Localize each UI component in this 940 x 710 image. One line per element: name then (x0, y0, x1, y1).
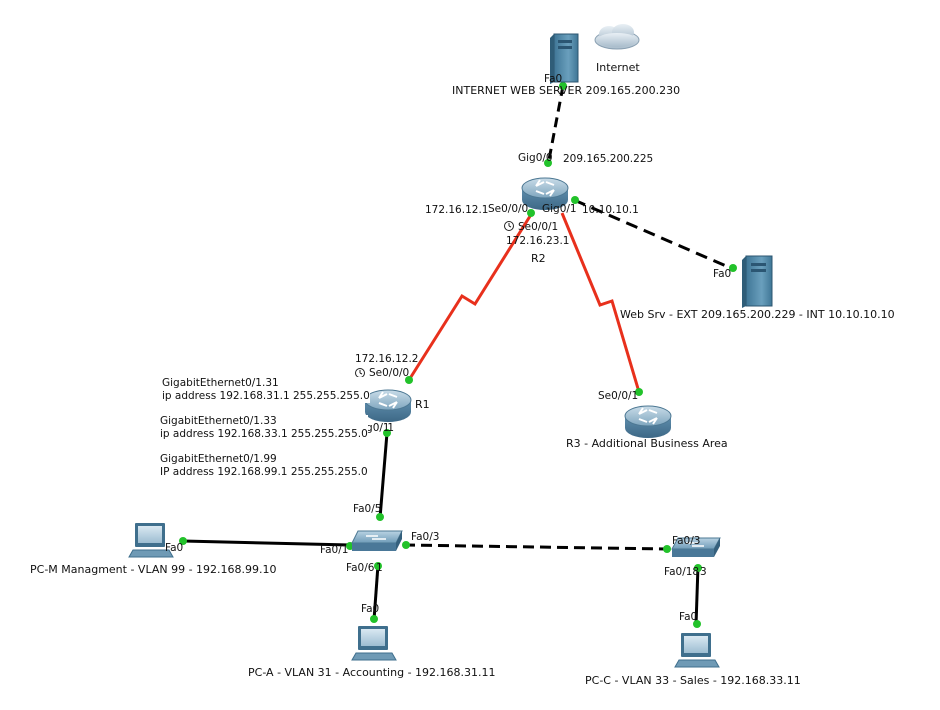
port-light (693, 620, 701, 628)
link-r2-websrv[interactable] (573, 198, 734, 271)
pc-m-label: PC-M Managment - VLAN 99 - 192.168.99.10 (30, 563, 277, 576)
port-label: Gig0/0 (518, 152, 553, 164)
internet-label: Internet (596, 61, 640, 74)
port-label: Se0/0/0 (369, 367, 410, 379)
r2-label: R2 (531, 252, 546, 265)
pc-a-label: PC-A - VLAN 31 - Accounting - 192.168.31… (248, 666, 496, 679)
subinterface-ip: ip address 192.168.33.1 255.255.255.0 (160, 428, 368, 440)
port-light (374, 562, 382, 570)
ip-label: 10.10.10.1 (582, 204, 639, 216)
subinterface-name: GigabitEthernet0/1.99 (160, 453, 277, 465)
port-label: Fa0/1 (320, 544, 349, 556)
port-light (729, 264, 737, 272)
web-srv-label: Web Srv - EXT 209.165.200.229 - INT 10.1… (620, 308, 895, 321)
subinterface-name: GigabitEthernet0/1.33 (160, 415, 277, 427)
port-label: Fa0 (165, 542, 184, 554)
subinterface-ip: ip address 192.168.31.1 255.255.255.0 (162, 390, 370, 402)
links (182, 85, 734, 626)
port-light (635, 388, 643, 396)
cloud-icon[interactable] (594, 24, 640, 50)
port-label: Fa0/6 (346, 562, 375, 574)
pc-icon[interactable] (674, 633, 720, 668)
switch-icon[interactable] (351, 530, 403, 551)
link-s3-pcc[interactable] (694, 565, 700, 626)
port-light (402, 541, 410, 549)
ip-label: 172.16.12.2 (355, 353, 419, 365)
link-s1-s3[interactable] (403, 543, 669, 551)
port-light (376, 513, 384, 521)
link-internet-server-r2[interactable] (546, 85, 565, 166)
subinterface-name: GigabitEthernet0/1.31 (162, 377, 279, 389)
port-label: Fa0 (679, 611, 698, 623)
link-s1-pcm[interactable] (182, 539, 351, 547)
port-light (694, 564, 702, 572)
pc-icon[interactable] (128, 523, 174, 558)
port-light (370, 615, 378, 623)
router-icon[interactable] (624, 405, 672, 438)
subinterface-note: GigabitEthernet0/1.99 IP address 192.168… (160, 453, 368, 479)
r3-label: R3 - Additional Business Area (566, 437, 728, 450)
port-light (571, 196, 579, 204)
subinterface-note: GigabitEthernet0/1.31 ip address 192.168… (162, 377, 370, 403)
port-label: Fa0/5 (353, 503, 382, 515)
port-light (383, 429, 391, 437)
port-light (559, 82, 567, 90)
switch-icon[interactable] (671, 537, 721, 557)
port-label: Fa0 (713, 268, 732, 280)
clock-icon (504, 221, 514, 231)
port-label: .1 (384, 422, 395, 434)
server-icon[interactable] (550, 33, 579, 84)
server-icon[interactable] (742, 255, 773, 308)
port-light (405, 376, 413, 384)
port-label: Fa0 (361, 603, 380, 615)
port-label: Fa0/18 (664, 566, 700, 578)
port-label: Gig0/1 (542, 203, 577, 215)
port-label: Se0/0/0 (488, 203, 529, 215)
port-light (544, 159, 552, 167)
pc-icon[interactable] (351, 626, 397, 661)
port-label: Se0/0/1 (518, 221, 559, 233)
subinterface-ip: IP address 192.168.99.1 255.255.255.0 (160, 466, 368, 478)
port-light (179, 537, 187, 545)
port-light (663, 545, 671, 553)
port-lights (179, 82, 737, 628)
r1-label: R1 (415, 398, 430, 411)
port-label: Fa0/3 (411, 531, 440, 543)
port-label: Fa0 (544, 73, 563, 85)
link-r2-r1-serial[interactable] (407, 212, 534, 381)
port-label: 3 (700, 566, 707, 578)
router-icon[interactable] (364, 389, 412, 422)
port-label: Se0/0/1 (598, 390, 639, 402)
port-label: Fa0/3 (672, 535, 701, 547)
ip-label: 172.16.12.1 (425, 204, 489, 216)
subinterface-note: GigabitEthernet0/1.33 ip address 192.168… (160, 415, 368, 441)
pc-c-label: PC-C - VLAN 33 - Sales - 192.168.33.11 (585, 674, 801, 687)
ip-label: 209.165.200.225 (563, 153, 654, 165)
link-s1-pca[interactable] (372, 564, 380, 621)
port-light (527, 209, 535, 217)
link-r2-r3-serial[interactable] (560, 212, 641, 393)
router-icon[interactable] (521, 177, 569, 210)
ip-label: 172.16.23.1 (506, 235, 570, 247)
link-r1-s1[interactable] (378, 432, 389, 519)
internet-server-label: INTERNET WEB SERVER 209.165.200.230 (452, 84, 681, 97)
port-label: 1 (376, 562, 383, 574)
